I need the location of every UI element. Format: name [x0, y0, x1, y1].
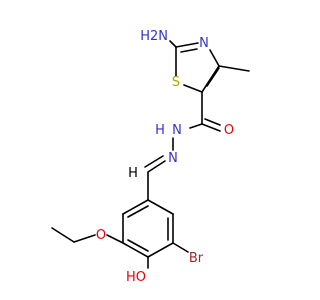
hydrazide-h-label: H	[155, 123, 165, 138]
bond-b3-br	[172, 242, 189, 253]
bond-b6-b1	[122, 199, 149, 215]
structure-diagram: H2N N S O H N N H Br HO O	[51, 29, 250, 285]
bromine-label: Br	[189, 251, 204, 266]
nh2-label: H2N	[140, 29, 168, 44]
bond-ch2-ch3	[51, 227, 75, 243]
bond-c2-nh2	[169, 40, 177, 48]
molecule-canvas: H2N N S O H N N H Br HO O	[51, 29, 250, 285]
bond-b4-b5-double	[127, 239, 149, 252]
bond-c4-n3	[209, 49, 220, 67]
imine-h-label: H	[128, 166, 138, 181]
hydrazide-n-label: N	[172, 123, 182, 138]
bond-n3-c2-double	[180, 48, 198, 53]
bond-imine-n-c	[147, 160, 166, 173]
bond-b4-b5	[122, 242, 149, 258]
bond-o-ch2	[73, 234, 96, 243]
bond-s1-c5	[183, 84, 203, 93]
hydroxyl-label: HO	[126, 270, 146, 285]
thiazole-n-label: N	[199, 36, 209, 51]
bond-b3-b4	[147, 242, 174, 258]
bond-carbonyl-o	[201, 123, 221, 132]
thiazole-s-label: S	[172, 75, 180, 90]
bond-c5-c4	[201, 65, 220, 93]
bond-n3-c2	[175, 42, 199, 48]
bond-c4-methyl	[218, 65, 250, 72]
bond-carbonyl-nh	[189, 123, 203, 129]
bond-b1-b2	[147, 199, 174, 215]
ether-o-label: O	[96, 228, 106, 243]
bond-b6-b1-double	[127, 205, 149, 218]
bond-imine-n-c-double	[144, 155, 164, 168]
bond-carbonyl-o-double	[204, 118, 221, 126]
bond-c5-c4-double	[206, 67, 220, 87]
imine-n-label: N	[168, 151, 178, 166]
amide-o-label: O	[224, 123, 234, 138]
bond-b5-o	[106, 234, 124, 244]
